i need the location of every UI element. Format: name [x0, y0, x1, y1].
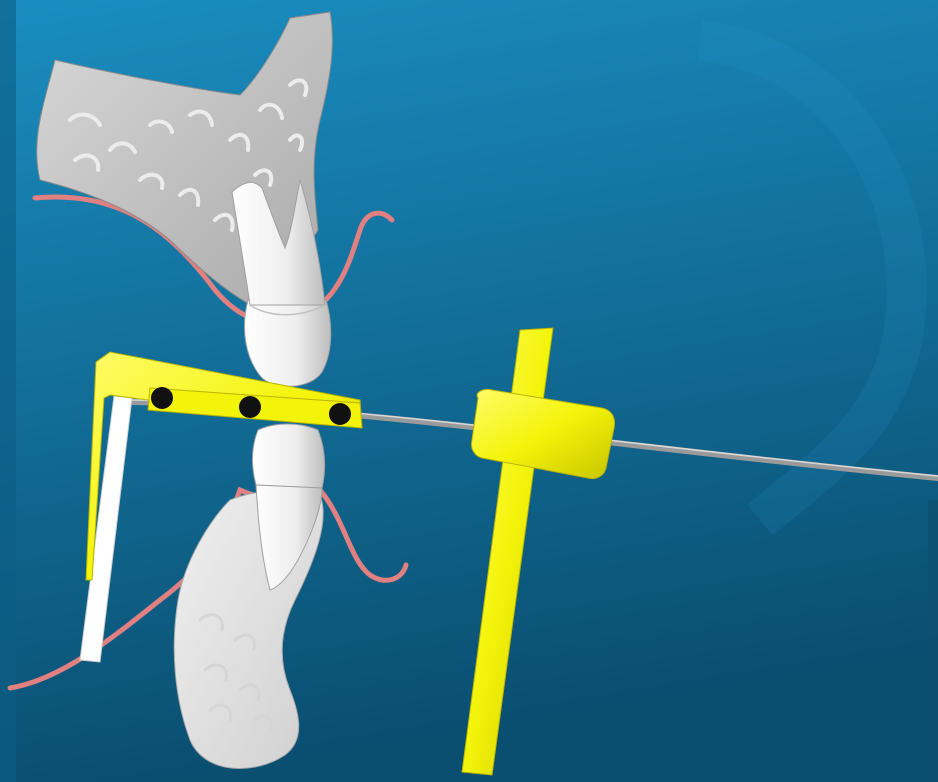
- pin-1: [151, 387, 173, 409]
- lower-tooth-crown: [253, 424, 325, 488]
- pin-3: [329, 403, 351, 425]
- pin-2: [239, 396, 261, 418]
- left-edge-band: [0, 0, 16, 782]
- right-edge-strip: [928, 500, 938, 782]
